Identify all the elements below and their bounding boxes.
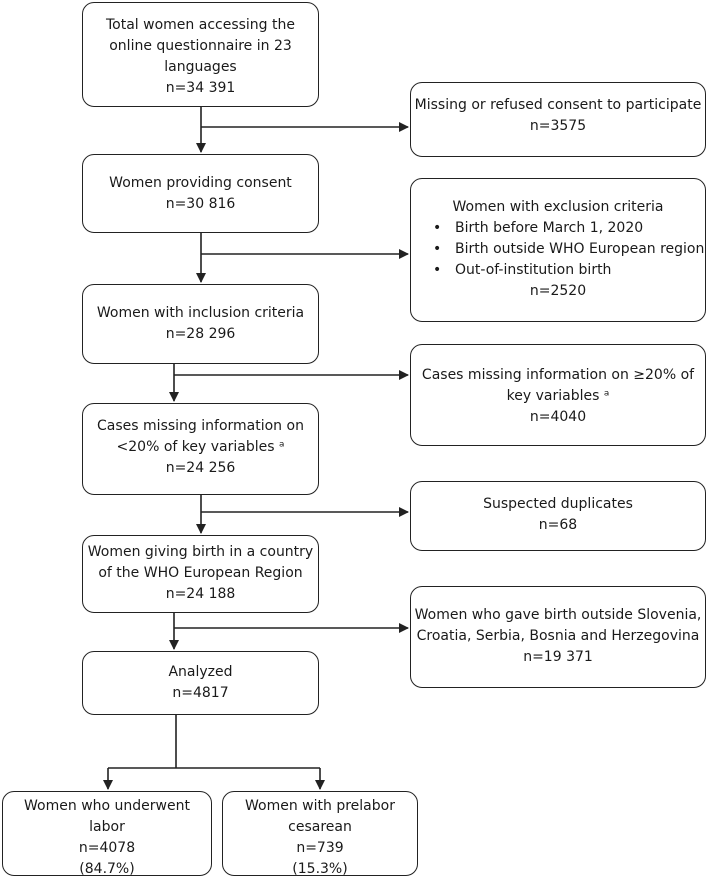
box-analyzed-count: n=4817 — [172, 685, 229, 701]
box-inclusion: Women with inclusion criteria n=28 296 — [82, 284, 319, 364]
box-analyzed: Analyzed n=4817 — [82, 651, 319, 715]
box-missing-ge20-line-1: Cases missing information on ≥20% of — [421, 367, 695, 383]
box-total-line-1: Total women accessing the — [106, 17, 295, 33]
box-total-line-2: online questionnaire in 23 — [109, 38, 292, 54]
box-total-line-3: languages — [164, 59, 237, 75]
box-duplicates-count: n=68 — [538, 517, 578, 533]
box-prelabor-count: n=739 — [296, 840, 344, 856]
box-missing-lt20-line-2: <20% of key variables ᵃ — [116, 439, 285, 455]
box-exclusion-title: Women with exclusion criteria — [452, 199, 664, 215]
box-labor-line-2: labor — [89, 819, 125, 835]
box-missing-consent-line-1: Missing or refused consent to participat… — [414, 97, 702, 113]
box-missing-lt20: Cases missing information on <20% of key… — [82, 403, 319, 495]
box-european-line-1: Women giving birth in a country — [87, 544, 314, 560]
box-missing-ge20-line-2: key variables ᵃ — [506, 388, 610, 404]
box-outside-line-1: Women who gave birth outside Slovenia, — [414, 607, 702, 623]
box-exclusion-bullet-2: Birth outside WHO European region — [411, 239, 705, 260]
box-european-count: n=24 188 — [165, 586, 236, 602]
box-missing-consent-count: n=3575 — [529, 118, 587, 134]
box-prelabor-percent: (15.3%) — [292, 861, 348, 877]
box-missing-ge20-count: n=4040 — [529, 409, 587, 425]
box-duplicates: Suspected duplicates n=68 — [410, 481, 706, 551]
box-missing-consent: Missing or refused consent to participat… — [410, 82, 706, 157]
box-prelabor-line-2: cesarean — [288, 819, 352, 835]
box-prelabor: Women with prelabor cesarean n=739 (15.3… — [222, 791, 418, 877]
box-total: Total women accessing the online questio… — [82, 2, 319, 107]
box-missing-lt20-line-1: Cases missing information on — [97, 418, 304, 434]
box-labor: Women who underwent labor n=4078 (84.7%) — [2, 791, 212, 877]
box-labor-count: n=4078 — [78, 840, 136, 856]
box-analyzed-line-1: Analyzed — [168, 664, 233, 680]
box-exclusion: Women with exclusion criteria Birth befo… — [410, 178, 706, 322]
box-exclusion-count: n=2520 — [529, 283, 587, 299]
box-consent-count: n=30 816 — [165, 196, 236, 212]
box-total-count: n=34 391 — [165, 80, 236, 96]
box-labor-line-1: Women who underwent — [24, 798, 190, 814]
box-consent: Women providing consent n=30 816 — [82, 154, 319, 233]
box-outside: Women who gave birth outside Slovenia, C… — [410, 586, 706, 688]
box-missing-lt20-count: n=24 256 — [165, 460, 236, 476]
box-duplicates-line-1: Suspected duplicates — [483, 496, 633, 512]
box-inclusion-line-1: Women with inclusion criteria — [96, 305, 305, 321]
box-exclusion-bullet-1: Birth before March 1, 2020 — [411, 218, 705, 239]
box-inclusion-count: n=28 296 — [165, 326, 236, 342]
box-outside-line-2: Croatia, Serbia, Bosnia and Herzegovina — [416, 628, 700, 644]
box-consent-line-1: Women providing consent — [109, 175, 292, 191]
box-european: Women giving birth in a country of the W… — [82, 535, 319, 613]
box-labor-percent: (84.7%) — [79, 861, 135, 877]
box-missing-ge20: Cases missing information on ≥20% of key… — [410, 344, 706, 446]
box-prelabor-line-1: Women with prelabor — [245, 798, 395, 814]
box-exclusion-bullet-3: Out-of-institution birth — [411, 260, 705, 281]
box-outside-count: n=19 371 — [523, 649, 593, 665]
box-european-line-2: of the WHO European Region — [98, 565, 303, 581]
